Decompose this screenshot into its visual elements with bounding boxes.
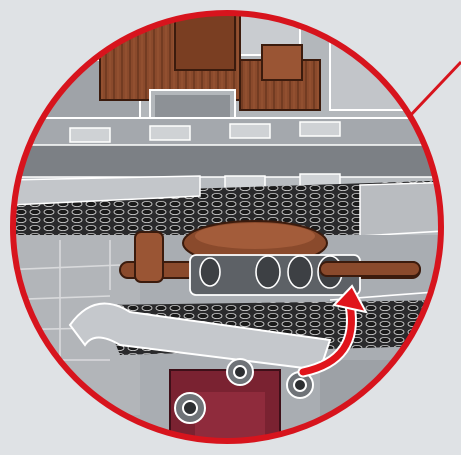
pointer-line <box>408 62 461 118</box>
